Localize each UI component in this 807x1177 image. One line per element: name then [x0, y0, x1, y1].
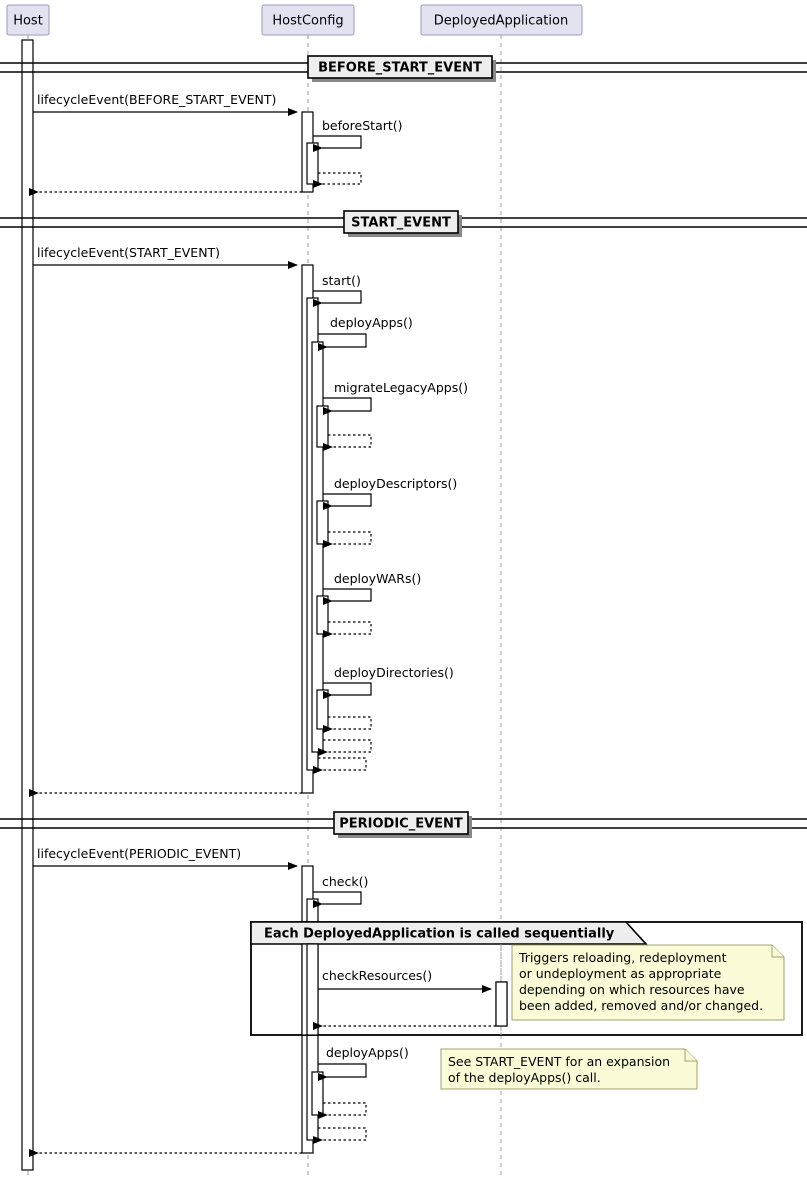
message-label-start: start()	[322, 273, 361, 288]
message-arrow-deploy-directories	[323, 682, 372, 699]
message-label-check: check()	[322, 874, 368, 889]
participant-hostconfig[interactable]: HostConfig	[261, 4, 355, 36]
message-return-deploy-apps-start	[318, 739, 372, 756]
note-deploy-apps: See START_EVENT for an expansion of the …	[440, 1048, 698, 1090]
message-return-start	[313, 757, 367, 774]
group-overlay-lifelines	[301, 943, 508, 1036]
message-label-lifecycle-event-start-event: lifecycleEvent(START_EVENT)	[37, 245, 220, 260]
message-arrow-start	[313, 290, 362, 307]
participant-label-host: Host	[13, 14, 43, 29]
message-return-migrate-legacy-apps	[323, 434, 372, 451]
message-lifecycle-event-periodic-event: lifecycleEvent(PERIODIC_EVENT)	[33, 846, 298, 870]
note-line-2-deploy-apps: of the deployApps() call.	[448, 1070, 601, 1085]
message-deploy-apps-start: deployApps()	[318, 315, 413, 351]
participant-label-hostconfig: HostConfig	[272, 14, 343, 29]
message-before-start: beforeStart()	[313, 118, 403, 152]
message-start: start()	[313, 273, 362, 307]
message-label-deploy-wars: deployWARs()	[334, 571, 421, 586]
lifelines-layer	[27, 35, 502, 1177]
message-return-deploy-directories	[323, 716, 372, 733]
message-arrow-migrate-legacy-apps	[323, 397, 372, 415]
message-deploy-wars: deployWARs()	[323, 571, 421, 605]
note-body-check-resources	[511, 944, 785, 1021]
message-arrow-deploy-wars	[323, 588, 372, 605]
participant-host[interactable]: Host	[6, 4, 50, 36]
message-deploy-directories: deployDirectories()	[323, 665, 454, 699]
message-check-resources: checkResources()	[318, 968, 492, 993]
message-label-check-resources: checkResources()	[322, 968, 432, 983]
message-migrate-legacy-apps: migrateLegacyApps()	[323, 380, 468, 415]
participant-box-deployedapplication[interactable]	[420, 4, 583, 36]
message-label-lifecycle-event-periodic-event: lifecycleEvent(PERIODIC_EVENT)	[37, 846, 241, 861]
participant-box-host[interactable]	[6, 4, 50, 36]
activations-layer	[21, 39, 508, 1171]
divider-start-event: START_EVENT	[0, 210, 807, 237]
message-check: check()	[313, 874, 368, 908]
message-label-deploy-directories: deployDirectories()	[334, 665, 454, 680]
note-body-deploy-apps	[440, 1048, 698, 1090]
activation-hostconfig-deploy-wars	[316, 595, 329, 635]
message-deploy-apps-periodic: deployApps()	[318, 1045, 409, 1081]
activation-deployedapplication-in-group	[495, 981, 508, 1027]
note-fold-check-resources	[771, 945, 784, 958]
activation-hostconfig-check-in-group	[306, 943, 319, 1036]
message-arrow-return-deploy-apps-periodic	[318, 1102, 367, 1119]
message-label-lifecycle-event-before-start-event: lifecycleEvent(BEFORE_START_EVENT)	[37, 92, 276, 107]
message-arrow-check	[313, 891, 362, 908]
message-label-deploy-descriptors: deployDescriptors()	[334, 476, 457, 491]
message-deploy-descriptors: deployDescriptors()	[323, 476, 457, 510]
group-each-deployedapplication-called-sequentially: Each DeployedApplication is called seque…	[250, 921, 803, 1036]
message-arrow-return-deploy-apps-start	[318, 739, 372, 756]
note-line-1-deploy-apps: See START_EVENT for an expansion	[448, 1054, 670, 1069]
activation-hostconfig-deploy-descriptors	[316, 500, 329, 545]
message-arrow-return-migrate-legacy-apps	[323, 434, 372, 451]
divider-before-start-event: BEFORE_START_EVENT	[0, 55, 807, 82]
participant-label-deployedapplication: DeployedApplication	[434, 14, 568, 29]
divider-box-start-event	[343, 210, 459, 234]
message-label-deploy-apps-periodic: deployApps()	[326, 1045, 409, 1060]
message-lifecycle-event-before-start-event: lifecycleEvent(BEFORE_START_EVENT)	[33, 92, 298, 116]
divider-label-before-start-event: BEFORE_START_EVENT	[318, 61, 482, 76]
note-line-3-check-resources: depending on which resources have	[519, 982, 745, 997]
message-return-deploy-descriptors	[323, 531, 372, 548]
group-label-each-deployedapplication: Each DeployedApplication is called seque…	[264, 927, 615, 942]
message-label-migrate-legacy-apps: migrateLegacyApps()	[334, 380, 468, 395]
participant-deployedapplication[interactable]: DeployedApplication	[420, 4, 583, 36]
message-lifecycle-event-start-event: lifecycleEvent(START_EVENT)	[33, 245, 298, 269]
group-tab-shape	[250, 921, 648, 945]
message-arrow-return-deploy-wars	[323, 621, 372, 638]
message-arrow-return-before-start	[313, 172, 362, 188]
activation-hostconfig-periodic-deploy-apps	[311, 1071, 324, 1116]
message-arrow-return-start	[313, 757, 367, 774]
participant-box-hostconfig[interactable]	[261, 4, 355, 36]
note-line-2-check-resources: or undeployment as appropriate	[519, 966, 722, 981]
note-check-resources: Triggers reloading, redeployment or unde…	[511, 944, 785, 1021]
divider-box-periodic-event	[333, 811, 469, 835]
message-arrow-return-check-periodic	[313, 1127, 367, 1144]
message-arrow-return-deploy-directories	[323, 716, 372, 733]
note-fold-deploy-apps	[684, 1049, 697, 1062]
divider-label-periodic-event: PERIODIC_EVENT	[339, 817, 463, 832]
message-arrow-deploy-apps-start	[318, 333, 367, 351]
divider-label-start-event: START_EVENT	[351, 216, 451, 231]
message-label-deploy-apps-start: deployApps()	[330, 315, 413, 330]
message-arrow-deploy-descriptors	[323, 493, 372, 510]
message-return-deploy-wars	[323, 621, 372, 638]
message-return-before-start	[313, 172, 362, 188]
activation-hostconfig-before-start-self	[306, 142, 319, 185]
message-arrow-deploy-apps-periodic	[318, 1063, 367, 1081]
activation-hostconfig-deploy-directories	[316, 689, 329, 730]
note-line-4-check-resources: been added, removed and/or changed.	[519, 998, 763, 1013]
message-return-check-periodic	[313, 1127, 367, 1144]
message-arrow-before-start	[313, 135, 362, 152]
message-label-before-start: beforeStart()	[322, 118, 403, 133]
divider-box-before-start-event	[307, 55, 493, 79]
divider-periodic-event: PERIODIC_EVENT	[0, 811, 807, 838]
activation-hostconfig-migrate-legacy-apps	[316, 405, 329, 448]
message-arrow-return-deploy-descriptors	[323, 531, 372, 548]
activation-host-main	[21, 39, 34, 1171]
note-line-1-check-resources: Triggers reloading, redeployment	[518, 950, 727, 965]
message-return-deploy-apps-periodic	[318, 1102, 367, 1119]
